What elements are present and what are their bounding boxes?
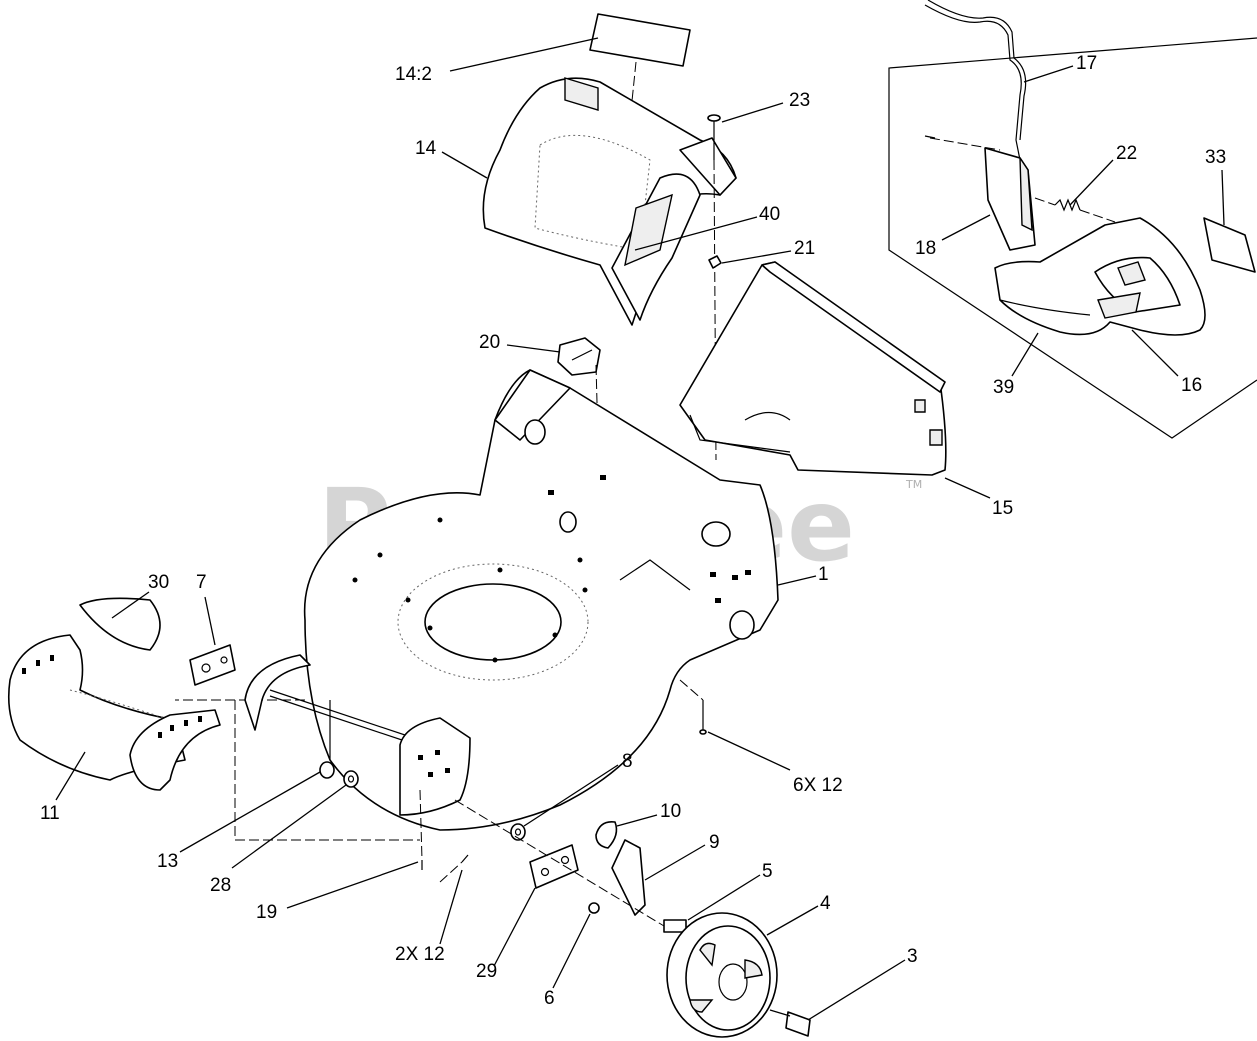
part-18-bracket (924, 135, 1036, 251)
part-23-screw (707, 114, 721, 461)
part-17-rod (924, 0, 1027, 161)
part-height-bracket (399, 717, 471, 861)
callout-14-2: 14:2 (395, 64, 432, 85)
part-20-bumper (557, 337, 601, 441)
part-22-spring (1034, 197, 1116, 223)
part-33-decal (1203, 217, 1256, 273)
leader-lines (55, 37, 1225, 1021)
callout-14: 14 (415, 138, 437, 159)
callout-18: 18 (915, 238, 936, 259)
part-29-plate (529, 844, 579, 889)
part-6x12-screw (679, 679, 707, 735)
part-3-bolt (769, 1009, 811, 1037)
callout-33: 33 (1205, 147, 1226, 168)
callout-9: 9 (709, 832, 720, 853)
part-7-plate (189, 644, 236, 686)
callout-8: 8 (622, 751, 633, 772)
part-28-washer (343, 770, 359, 788)
callout-23: 23 (789, 90, 810, 111)
callout-17: 17 (1076, 53, 1097, 74)
callout-5: 5 (762, 861, 773, 882)
callout-labels: 14:2 14 23 40 21 20 15 1 30 7 11 13 28 1… (40, 53, 1226, 1009)
part-1-mower-deck (175, 369, 779, 831)
part-8-washer (510, 823, 526, 841)
part-39-16-door (994, 217, 1206, 336)
part-30-strip (79, 597, 161, 651)
callout-7: 7 (196, 572, 207, 593)
part-6-washer (588, 902, 600, 914)
part-9-lever (611, 839, 646, 916)
callout-21: 21 (794, 238, 815, 259)
callout-39: 39 (993, 377, 1014, 398)
callout-3: 3 (907, 946, 918, 967)
callout-13: 13 (157, 851, 178, 872)
callout-1: 1 (818, 564, 829, 585)
callout-6: 6 (544, 988, 555, 1009)
callout-19: 19 (256, 902, 277, 923)
inset-box (888, 37, 1257, 439)
part-15-grass-bag (679, 261, 947, 476)
callout-20: 20 (479, 332, 500, 353)
callout-4: 4 (820, 893, 831, 914)
callout-2x12: 2X 12 (395, 944, 445, 965)
callout-15: 15 (992, 498, 1013, 519)
callout-16: 16 (1181, 375, 1202, 396)
callout-29: 29 (476, 961, 497, 982)
callout-22: 22 (1116, 143, 1137, 164)
part-14-rear-cover (482, 77, 737, 326)
part-2x12-screw (439, 854, 469, 883)
callout-30: 30 (148, 572, 169, 593)
part-13-washer (319, 761, 335, 779)
part-axle (234, 654, 421, 841)
part-left-wheel-cover (129, 709, 221, 791)
callout-28: 28 (210, 875, 231, 896)
callout-40: 40 (759, 204, 780, 225)
part-10-knob (595, 820, 618, 849)
part-4-wheel (666, 912, 778, 1038)
callout-11: 11 (40, 803, 60, 824)
watermark-trademark: TM (905, 478, 922, 491)
callout-10: 10 (660, 801, 681, 822)
part-5-bolt (454, 799, 687, 933)
part-21-nut (708, 255, 722, 269)
callout-6x12: 6X 12 (793, 775, 843, 796)
